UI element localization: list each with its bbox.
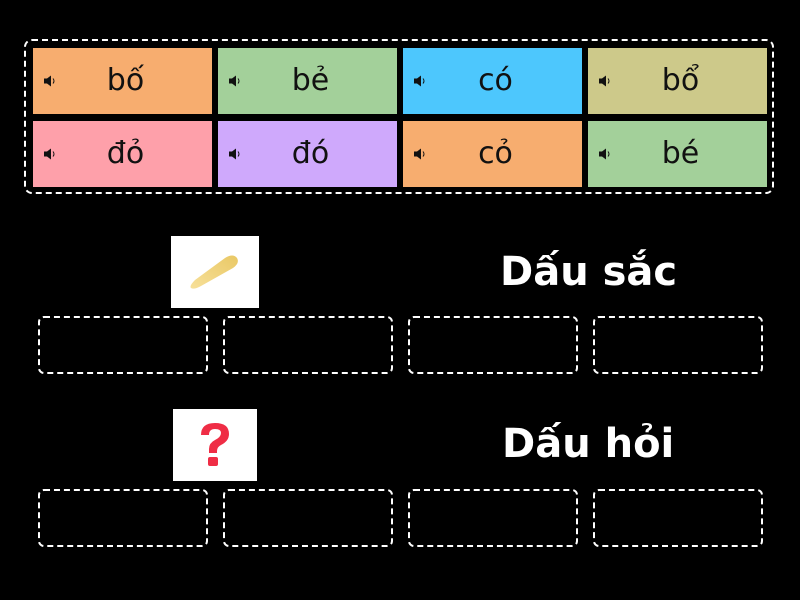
word-tile[interactable]: bổ bbox=[588, 48, 767, 114]
word-tray bbox=[24, 39, 774, 194]
speaker-icon[interactable] bbox=[598, 147, 612, 161]
acute-stroke-icon bbox=[190, 255, 238, 289]
drop-zone[interactable] bbox=[408, 489, 578, 547]
word-tile[interactable]: cỏ bbox=[403, 121, 582, 187]
drop-zone[interactable] bbox=[593, 489, 763, 547]
drop-zone[interactable] bbox=[408, 316, 578, 374]
word-tile[interactable]: có bbox=[403, 48, 582, 114]
speaker-icon[interactable] bbox=[413, 74, 427, 88]
speaker-icon[interactable] bbox=[598, 74, 612, 88]
tile-word: đó bbox=[291, 136, 330, 171]
word-tile[interactable]: đỏ bbox=[33, 121, 212, 187]
tile-word: bé bbox=[661, 136, 700, 171]
category-label: Dấu sắc bbox=[500, 249, 678, 295]
category-label: Dấu hỏi bbox=[502, 421, 675, 467]
word-tile[interactable]: bố bbox=[33, 48, 212, 114]
acute-accent-image bbox=[171, 236, 259, 308]
speaker-icon[interactable] bbox=[228, 147, 242, 161]
speaker-icon[interactable] bbox=[228, 74, 242, 88]
drop-zone[interactable] bbox=[38, 489, 208, 547]
word-tile[interactable]: bé bbox=[588, 121, 767, 187]
tile-word: có bbox=[478, 63, 513, 98]
word-tile[interactable]: bẻ bbox=[218, 48, 397, 114]
tile-word: đỏ bbox=[106, 136, 145, 171]
speaker-icon[interactable] bbox=[43, 74, 57, 88]
question-mark-icon bbox=[201, 423, 229, 466]
speaker-icon[interactable] bbox=[43, 147, 57, 161]
tile-word: cỏ bbox=[478, 136, 513, 171]
tile-word: bổ bbox=[661, 63, 700, 98]
tile-word: bẻ bbox=[291, 63, 330, 98]
word-tile[interactable]: đó bbox=[218, 121, 397, 187]
drop-zone[interactable] bbox=[223, 489, 393, 547]
drop-zone[interactable] bbox=[593, 316, 763, 374]
tile-word: bố bbox=[106, 63, 145, 98]
question-mark-image bbox=[173, 409, 257, 481]
drop-zone[interactable] bbox=[223, 316, 393, 374]
speaker-icon[interactable] bbox=[413, 147, 427, 161]
drop-zone[interactable] bbox=[38, 316, 208, 374]
